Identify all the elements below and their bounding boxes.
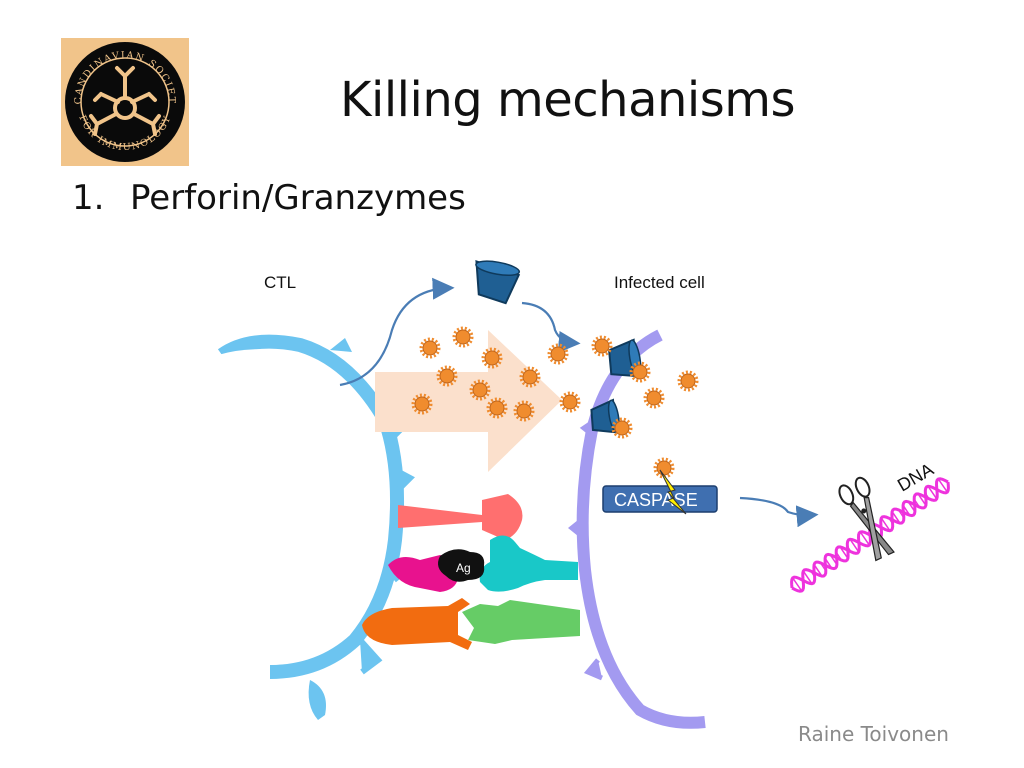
dna-base-pair (897, 509, 905, 519)
tcr-receptor (398, 494, 523, 540)
author-credit: Raine Toivonen (798, 722, 949, 746)
granzyme-granule-icon (547, 343, 569, 365)
dna-base-pair (839, 546, 849, 559)
granzyme-granule-icon (422, 340, 438, 356)
dna-base-pair (878, 526, 882, 530)
dna-base-pair (927, 485, 938, 500)
list-item-text: Perforin/Granzymes (130, 178, 466, 218)
infected-cell-membrane (567, 329, 706, 729)
granzyme-granule-icon (472, 382, 488, 398)
dna-base-pair (917, 493, 927, 506)
dna-base-pair (880, 517, 891, 532)
dna-base-pair (888, 517, 894, 525)
granzyme-granule-icon (516, 403, 532, 419)
dna-base-pair (802, 570, 813, 585)
granzyme-granule-icon (629, 361, 651, 383)
transfer-arrow (375, 330, 562, 472)
dna-base-pair (813, 564, 823, 577)
caspase-label: CASPASE (614, 490, 698, 510)
cd8-coreceptor (362, 598, 472, 650)
dna-base-pair (858, 540, 862, 544)
granzyme-granule-icon (562, 394, 578, 410)
granzyme-granules (411, 326, 699, 479)
granzyme-granule-icon (484, 350, 500, 366)
dna-base-pair (824, 557, 833, 569)
granzyme-granule-icon (452, 326, 474, 348)
granzyme-granule-icon (513, 400, 535, 422)
granzyme-granule-icon (643, 387, 665, 409)
granzyme-granule-icon (522, 369, 538, 385)
caspase-box: CASPASE (602, 485, 718, 513)
logo-emblem-icon: SCANDINAVIAN SOCIETY FOR IMMUNOLOGY (56, 30, 189, 166)
dna-base-pair (891, 511, 901, 524)
granzyme-granule-icon (519, 366, 541, 388)
antigen-label: Ag (456, 561, 471, 575)
granzyme-granule-icon (489, 400, 505, 416)
granzyme-granule-icon (591, 335, 613, 357)
granzyme-granule-icon (439, 368, 455, 384)
granzyme-granule-icon (411, 393, 433, 415)
granzyme-granule-icon (614, 420, 630, 436)
granzyme-granule-icon (481, 347, 503, 369)
dna-base-pair (859, 531, 870, 546)
dna-base-pair (936, 487, 940, 491)
infected-cell-label: Infected cell (614, 273, 705, 292)
granzyme-granule-icon (611, 417, 633, 439)
flow-arrow-icon (521, 301, 581, 353)
granzyme-granule-icon (419, 337, 441, 359)
granzyme-granule-icon (594, 338, 610, 354)
granzyme-granule-icon (680, 373, 696, 389)
dna-base-pair (810, 570, 816, 578)
dna-base-pair (924, 492, 930, 500)
mhc-molecule (479, 535, 578, 592)
list-item: 1. Perforin/Granzymes (72, 178, 466, 218)
dna-base-pair (846, 545, 852, 553)
granzyme-granule-icon (632, 364, 648, 380)
granzyme-granule-icon (656, 460, 672, 476)
granzyme-granule-icon (414, 396, 430, 412)
slide-title: Killing mechanisms (340, 72, 796, 128)
dna-base-pair (913, 498, 921, 508)
flow-arrow-icon (739, 496, 819, 528)
society-logo: SCANDINAVIAN SOCIETY FOR IMMUNOLOGY (56, 30, 189, 166)
antigen-blob: Ag (438, 549, 485, 582)
list-number: 1. (72, 178, 105, 218)
granzyme-granule-icon (653, 457, 675, 479)
ctl-label: CTL (264, 273, 296, 292)
granzyme-granule-icon (486, 397, 508, 419)
perforin-pore-icon (590, 398, 620, 434)
dna-base-pair (902, 504, 911, 516)
granzyme-granule-icon (436, 365, 458, 387)
granzyme-granule-icon (559, 391, 581, 413)
dna-base-pair (829, 554, 838, 566)
granzyme-granule-icon (677, 370, 699, 392)
dna-base-pair (835, 551, 843, 561)
dna-base-pair (819, 562, 827, 572)
perforin-pore-icon (475, 260, 521, 305)
granzyme-granule-icon (550, 346, 566, 362)
granzyme-granule-icon (646, 390, 662, 406)
granzyme-granule-icon (469, 379, 491, 401)
dna-base-pair (937, 478, 948, 493)
scissors-icon (838, 476, 895, 562)
dna-base-pair (792, 577, 803, 592)
mhc-alpha3-domain (462, 600, 580, 644)
dna-base-pair (907, 501, 916, 513)
dna-base-pair (800, 579, 804, 583)
granzyme-granule-icon (455, 329, 471, 345)
dna-base-pair (849, 538, 860, 553)
lightning-icon (659, 469, 687, 515)
flow-arrow-icon (339, 277, 455, 387)
